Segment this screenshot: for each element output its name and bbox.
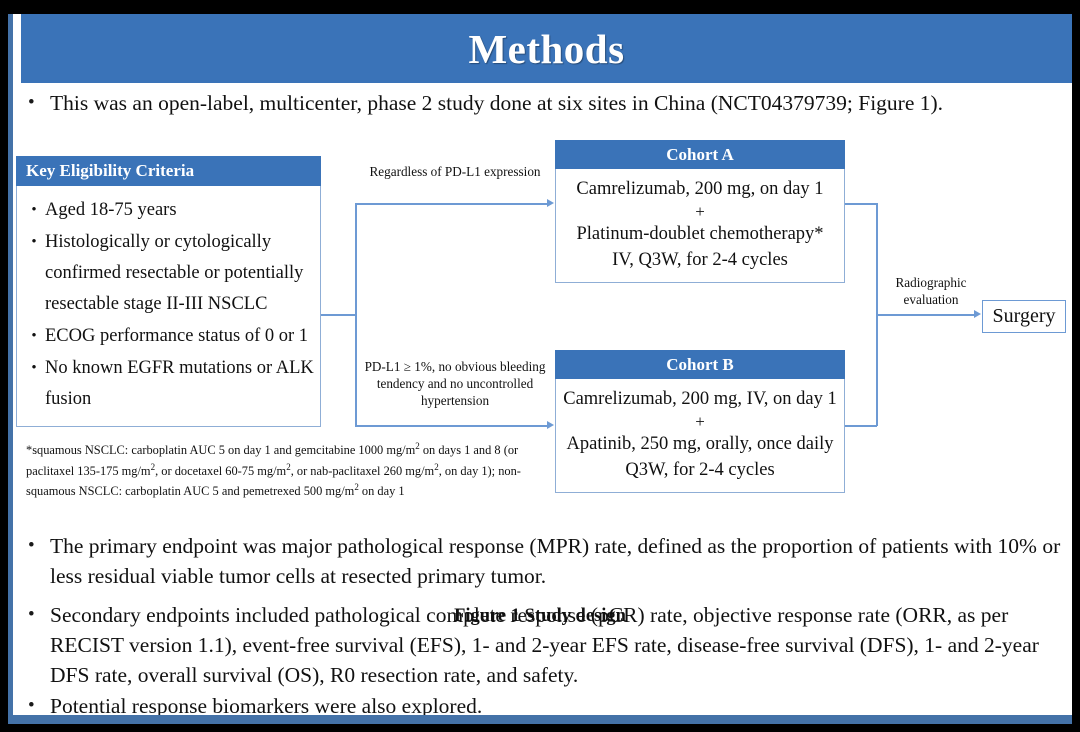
cohort-a-line1: Camrelizumab, 200 mg, on day 1	[576, 179, 824, 199]
study-design-figure: Key Eligibility Criteria • Aged 18-75 ye…	[8, 122, 1072, 626]
bullet-glyph: •	[31, 234, 37, 250]
connector-exit-cohort-b	[845, 425, 877, 427]
arrowhead-surgery	[974, 310, 981, 318]
endpoint-bullet-secondary: • Secondary endpoints included pathologi…	[22, 600, 1062, 690]
surgery-label: Surgery	[992, 305, 1056, 327]
connector-split-vertical	[355, 203, 357, 426]
cohort-a-header: Cohort A	[555, 140, 845, 169]
eligibility-body: • Aged 18-75 years • Histologically or c…	[16, 186, 321, 427]
bullet-glyph: •	[28, 604, 35, 625]
cohort-b-line3: Q3W, for 2-4 cycles	[625, 460, 775, 480]
endpoint-bullet-primary: • The primary endpoint was major patholo…	[22, 531, 1062, 591]
intro-bullet: • This was an open-label, multicenter, p…	[22, 88, 1062, 118]
cohort-b-header: Cohort B	[555, 350, 845, 379]
eligibility-header: Key Eligibility Criteria	[16, 156, 321, 186]
branch-label-right: Radiographic evaluation	[895, 275, 967, 307]
connector-trunk-horizontal	[321, 314, 356, 316]
bullet-glyph: •	[28, 695, 35, 716]
cohort-a-plus: +	[695, 202, 705, 221]
branch-label-top: Regardless of PD-L1 expression	[369, 164, 541, 179]
cohort-b-body: Camrelizumab, 200 mg, IV, on day 1 + Apa…	[555, 379, 845, 493]
footnote-superscript: 2	[415, 441, 420, 451]
footnote-part: on day 1	[358, 484, 405, 499]
bullet-glyph: •	[28, 535, 35, 556]
arrowhead-cohort-b	[547, 421, 554, 429]
list-item: • Histologically or cytologically confir…	[23, 227, 314, 320]
bullet-glyph: •	[31, 202, 37, 218]
page-title: Methods	[468, 25, 625, 72]
cohort-a-box: Cohort A Camrelizumab, 200 mg, on day 1 …	[555, 140, 845, 283]
bullet-glyph: •	[31, 328, 37, 344]
list-item: • ECOG performance status of 0 or 1	[23, 321, 314, 352]
eligibility-item-text: Histologically or cytologically confirme…	[45, 232, 304, 314]
connector-to-surgery	[876, 314, 976, 316]
left-accent-stripe	[8, 14, 13, 724]
endpoint-bullet-text: Secondary endpoints included pathologica…	[50, 603, 1039, 687]
footnote-superscript: 2	[354, 482, 359, 493]
endpoint-bullet-text: Potential response biomarkers were also …	[50, 694, 483, 718]
cohort-a-line3: IV, Q3W, for 2-4 cycles	[612, 250, 788, 270]
footnote-superscript: 2	[150, 461, 156, 472]
cohort-b-plus: +	[695, 412, 705, 431]
footnote-part: *squamous NSCLC: carboplatin AUC 5 on da…	[26, 443, 416, 458]
eligibility-item-text: Aged 18-75 years	[45, 200, 177, 220]
branch-label-bottom: PD-L1 ≥ 1%, no obvious bleeding tendency…	[364, 359, 546, 408]
endpoint-bullet-biomarkers: • Potential response biomarkers were als…	[22, 691, 1062, 721]
surgery-box: Surgery	[982, 300, 1066, 333]
arrowhead-cohort-a	[547, 199, 554, 207]
bullet-glyph: •	[28, 92, 35, 113]
intro-bullet-text: This was an open-label, multicenter, pha…	[50, 91, 944, 115]
figure-caption: Figure 1 Study design	[454, 606, 626, 626]
slide-title-band: Methods	[21, 14, 1072, 83]
eligibility-criteria-box: Key Eligibility Criteria • Aged 18-75 ye…	[16, 156, 321, 427]
list-item: • Aged 18-75 years	[23, 195, 314, 226]
connector-exit-cohort-a	[845, 203, 877, 205]
cohort-a-line2: Platinum-doublet chemotherapy*	[576, 224, 824, 244]
cohort-b-line2: Apatinib, 250 mg, orally, once daily	[566, 434, 834, 454]
footnote-part: , on day 1); non-squamous NSCLC: carbopl…	[26, 463, 521, 499]
footnote-superscript: 2	[286, 461, 291, 472]
footnote-part: on days 1 and 8 (or paclitaxel 135-175 m…	[26, 443, 519, 478]
connector-branch-cohort-b	[355, 425, 548, 427]
endpoint-bullet-text: The primary endpoint was major pathologi…	[50, 534, 1061, 588]
footnote-superscript: 2	[434, 461, 439, 472]
eligibility-item-text: No known EGFR mutations or ALK fusion	[45, 358, 314, 409]
connector-branch-cohort-a	[355, 203, 548, 205]
cohort-b-line1: Camrelizumab, 200 mg, IV, on day 1	[563, 389, 837, 409]
bottom-accent-bar	[8, 715, 1072, 724]
cohort-a-body: Camrelizumab, 200 mg, on day 1 + Platinu…	[555, 169, 845, 283]
list-item: • No known EGFR mutations or ALK fusion	[23, 353, 314, 415]
eligibility-item-text: ECOG performance status of 0 or 1	[45, 326, 309, 346]
figure-footnote: *squamous NSCLC: carboplatin AUC 5 on da…	[26, 438, 551, 500]
bullet-glyph: •	[31, 360, 37, 376]
footnote-part: , or nab-paclitaxel 260 mg/m	[290, 463, 435, 478]
slide-canvas: Methods • This was an open-label, multic…	[8, 14, 1072, 724]
footnote-part: , or docetaxel 60-75 mg/m	[155, 463, 287, 478]
cohort-b-box: Cohort B Camrelizumab, 200 mg, IV, on da…	[555, 350, 845, 493]
